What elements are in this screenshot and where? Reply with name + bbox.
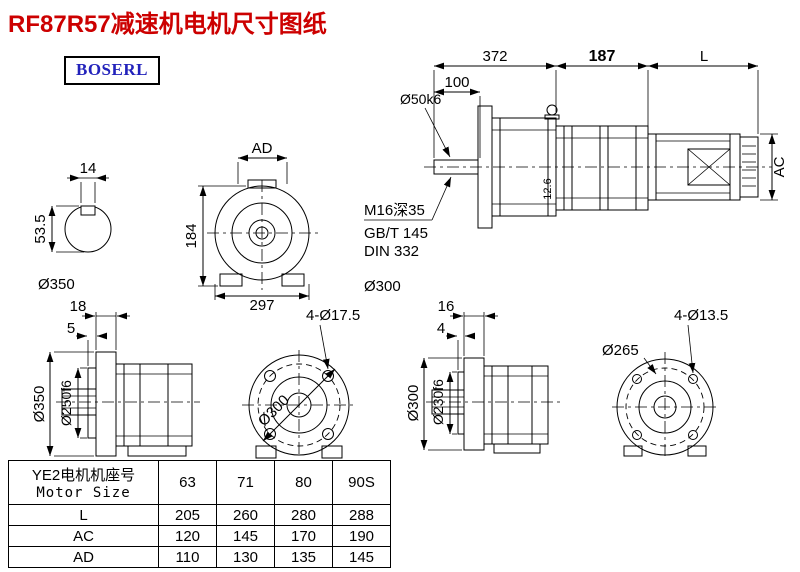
table-cell: 135 — [274, 546, 333, 568]
tap-note: M16深35 — [364, 202, 425, 219]
bolt-circle-dia-label-left: Ø300 — [255, 392, 293, 430]
table-header-en: Motor Size — [36, 485, 131, 501]
motor-size-table: YE2电机机座号 Motor Size 63 71 80 90S L 205 2… — [8, 460, 391, 568]
spigot — [87, 367, 97, 439]
table-cell: 280 — [274, 504, 333, 526]
dim-100-label: 100 — [444, 74, 469, 91]
bolt-hole — [632, 374, 642, 384]
flange-disc — [463, 357, 485, 451]
fan-cover — [739, 136, 759, 198]
gear-housing-2 — [555, 125, 649, 211]
output-flange-side-view: 18 5 Ø350 Ø250f6 — [31, 298, 200, 457]
boserl-logo: BOSERL — [64, 56, 160, 85]
mount-foot — [127, 445, 187, 457]
shaft-end-notes: M16深35 GB/T 145 DIN 332 Ø300 — [364, 176, 452, 295]
motor-nameplate — [687, 148, 731, 186]
assembly-side-view: AC 12.6 — [424, 104, 788, 229]
table-cell: 205 — [158, 504, 217, 526]
dim-ad-label: AD — [252, 140, 273, 157]
spigot-dia-250-label: Ø250f6 — [58, 380, 74, 426]
dim-372-label: 372 — [482, 48, 507, 65]
bolt-hole — [688, 430, 698, 440]
flange-disc — [95, 351, 117, 457]
column-header-71: 71 — [216, 460, 275, 505]
top-lug — [247, 179, 277, 189]
table-header-cn: YE2电机机座号 — [31, 467, 136, 484]
dim-14-label: 14 — [80, 160, 97, 177]
dim-12-6-label: 12.6 — [542, 178, 554, 199]
table-header-cell: YE2电机机座号 Motor Size — [8, 460, 159, 505]
table-row-ac: AC 120 145 170 190 — [8, 525, 391, 547]
top-dimension-chain: 372 187 L 100 Ø50k6 — [400, 48, 759, 158]
flange-dia-300-label: Ø300 — [405, 385, 422, 422]
dim-187-label: 187 — [589, 48, 616, 65]
spigot — [457, 371, 465, 435]
dim-l-label: L — [700, 48, 708, 65]
dim-16-label: 16 — [438, 298, 455, 315]
spigot-dia-230-label: Ø230f6 — [430, 379, 446, 425]
flange-dia-265-label: Ø265 — [602, 342, 639, 359]
flange-dia-350-label: Ø350 — [31, 386, 48, 423]
bolt-hole — [632, 430, 642, 440]
dim-53-5-label: 53.5 — [32, 214, 49, 243]
gear-body — [115, 363, 193, 447]
table-cell: 110 — [158, 546, 217, 568]
dim-ac-label: AC — [771, 156, 788, 177]
bolt-holes-label-right: 4-Ø13.5 — [674, 307, 728, 324]
bolt-hole — [688, 374, 698, 384]
std-gbt-note: GB/T 145 — [364, 225, 428, 242]
dim-184-label: 184 — [183, 223, 200, 248]
dim-18-label: 18 — [70, 298, 87, 315]
table-cell: 190 — [332, 525, 391, 547]
motor-flange-front-view: 4-Ø13.5 Ø265 — [602, 307, 728, 458]
foot-left — [623, 445, 643, 457]
table-cell: 120 — [158, 525, 217, 547]
table-cell: 145 — [332, 546, 391, 568]
table-header-row: YE2电机机座号 Motor Size 63 71 80 90S — [8, 460, 391, 505]
foot-right — [281, 273, 305, 287]
foot-left — [255, 445, 277, 459]
table-cell: 170 — [274, 525, 333, 547]
bolt-holes-label-left: 4-Ø17.5 — [306, 307, 360, 324]
table-cell: 145 — [216, 525, 275, 547]
table-cell: 260 — [216, 504, 275, 526]
dim-4-label: 4 — [437, 320, 445, 337]
foot-right — [687, 445, 707, 457]
eyebolt-icon — [546, 104, 558, 116]
dim-297-label: 297 — [249, 297, 274, 314]
foot-left — [219, 273, 243, 287]
gearbox-front-view: AD 184 297 — [183, 140, 318, 314]
table-row-l: L 205 260 280 288 — [8, 504, 391, 526]
output-flange-front-view: Ø300 4-Ø17.5 — [242, 307, 360, 459]
row-label-ac: AC — [8, 525, 159, 547]
column-header-80: 80 — [274, 460, 333, 505]
shaft-dia-label: Ø50k6 — [400, 91, 441, 107]
page-title: RF87R57减速机电机尺寸图纸 — [8, 11, 327, 38]
std-din-note: DIN 332 — [364, 243, 419, 260]
mount-foot — [493, 443, 541, 454]
foot-right — [321, 445, 343, 459]
column-header-63: 63 — [158, 460, 217, 505]
dia-350-label: Ø350 — [38, 276, 75, 293]
column-header-90s: 90S — [332, 460, 391, 505]
table-cell: 130 — [216, 546, 275, 568]
dim-5-label: 5 — [67, 320, 75, 337]
row-label-l: L — [8, 504, 159, 526]
gear-body — [483, 365, 549, 445]
dia-300-label: Ø300 — [364, 278, 401, 295]
row-label-ad: AD — [8, 546, 159, 568]
table-cell: 288 — [332, 504, 391, 526]
motor-flange-side-view: 16 4 Ø300 Ø230f6 — [405, 298, 560, 454]
shaft-section-view: 14 53.5 Ø350 — [32, 160, 112, 293]
table-row-ad: AD 110 130 135 145 — [8, 546, 391, 568]
keyway — [80, 205, 96, 216]
